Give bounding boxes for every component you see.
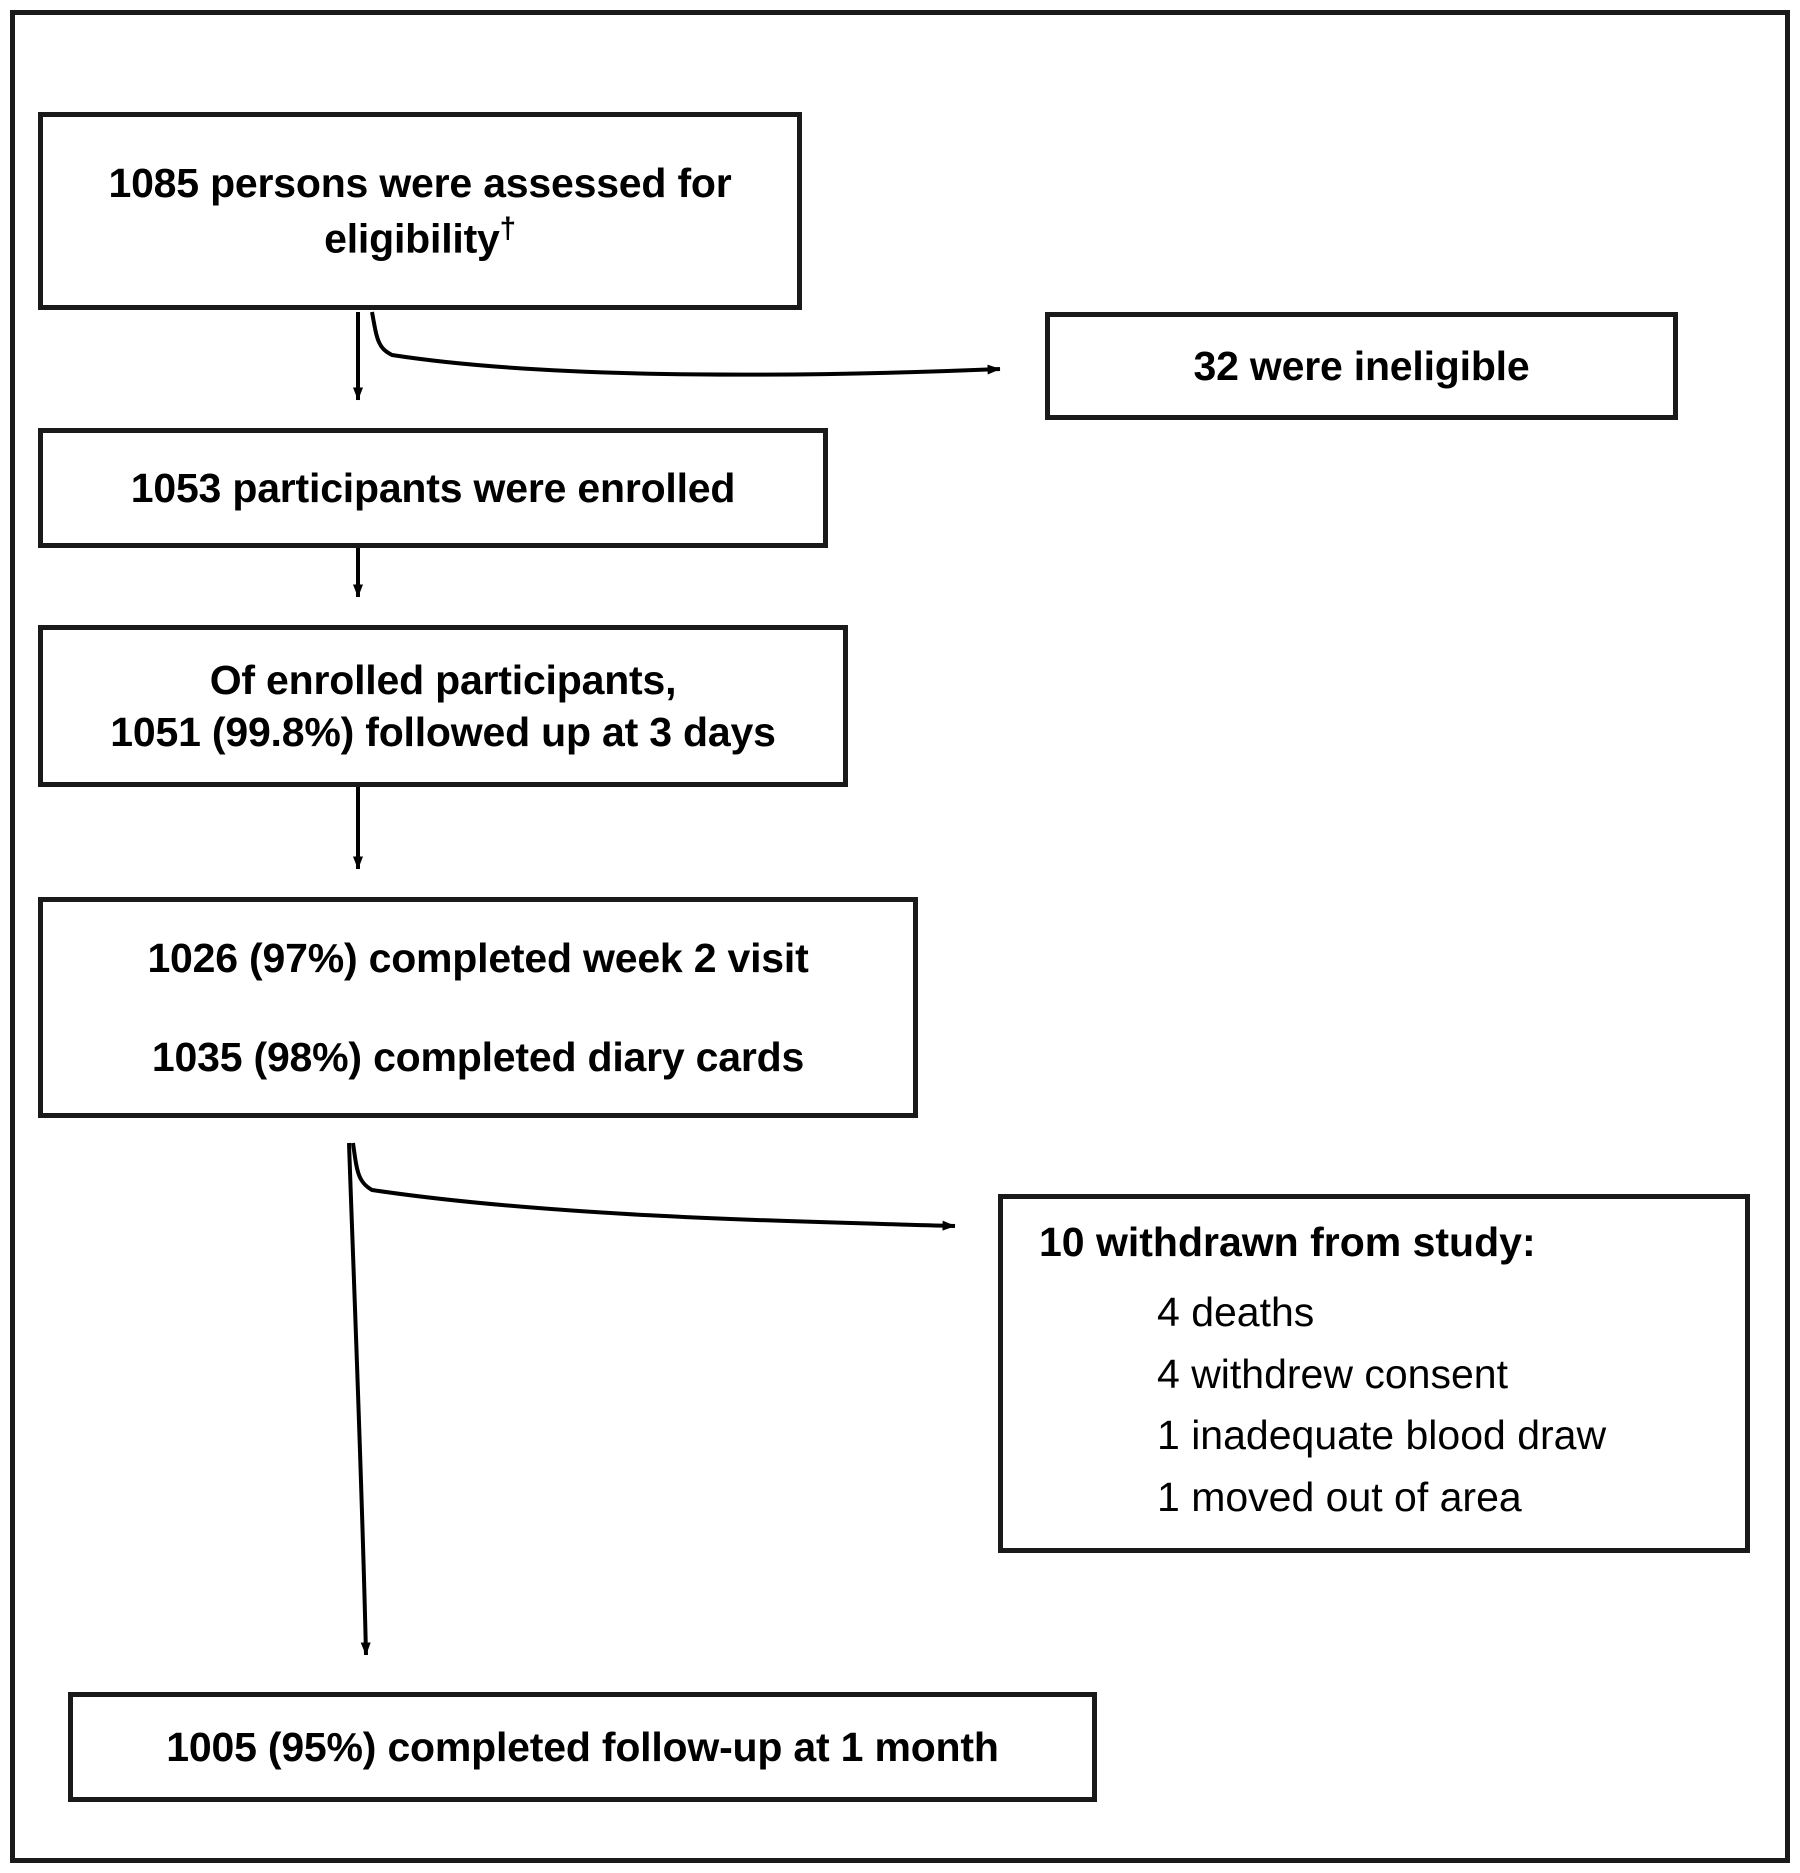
enrolled-text: 1053 participants were enrolled (130, 464, 736, 511)
assessed-line-2-text: eligibility (324, 215, 500, 262)
followup3-line-2: 1051 (99.8%) followed up at 3 days (110, 709, 776, 755)
withdrawn-title: 10 withdrawn from study: (1039, 1219, 1536, 1265)
assessed-line-1: 1085 persons were assessed for (108, 160, 732, 207)
eligibility-footnote-dagger: † (499, 211, 516, 245)
withdrawn-item-deaths: 4 deaths (1157, 1289, 1315, 1335)
withdrawn-item-moved-out-of-area: 1 moved out of area (1157, 1473, 1522, 1520)
withdrawn-item-withdrew-consent: 4 withdrew consent (1157, 1350, 1508, 1397)
node-followup-3-days: Of enrolled participants, 1051 (99.8%) f… (38, 625, 848, 787)
diary-cards-line: 1035 (98%) completed diary cards (151, 1033, 805, 1080)
assessed-line-2: eligibility† (43, 210, 797, 265)
final-text: 1005 (95%) completed follow-up at 1 mont… (166, 1723, 999, 1770)
node-ineligible: 32 were ineligible (1045, 312, 1678, 420)
followup3-line-1: Of enrolled participants, (209, 656, 677, 703)
node-participants-enrolled: 1053 participants were enrolled (38, 428, 828, 548)
withdrawn-item-inadequate-blood-draw: 1 inadequate blood draw (1157, 1412, 1607, 1458)
node-withdrawn-from-study: 10 withdrawn from study: 4 deaths 4 with… (998, 1194, 1750, 1553)
node-completed-followup-1-month: 1005 (95%) completed follow-up at 1 mont… (68, 1692, 1097, 1802)
node-week2-and-diary-cards: 1026 (97%) completed week 2 visit 1035 (… (38, 897, 918, 1118)
node-assessed-for-eligibility: 1085 persons were assessed for eligibili… (38, 112, 802, 310)
ineligible-text: 32 were ineligible (1193, 342, 1530, 389)
week2-visit-line: 1026 (97%) completed week 2 visit (147, 935, 809, 982)
